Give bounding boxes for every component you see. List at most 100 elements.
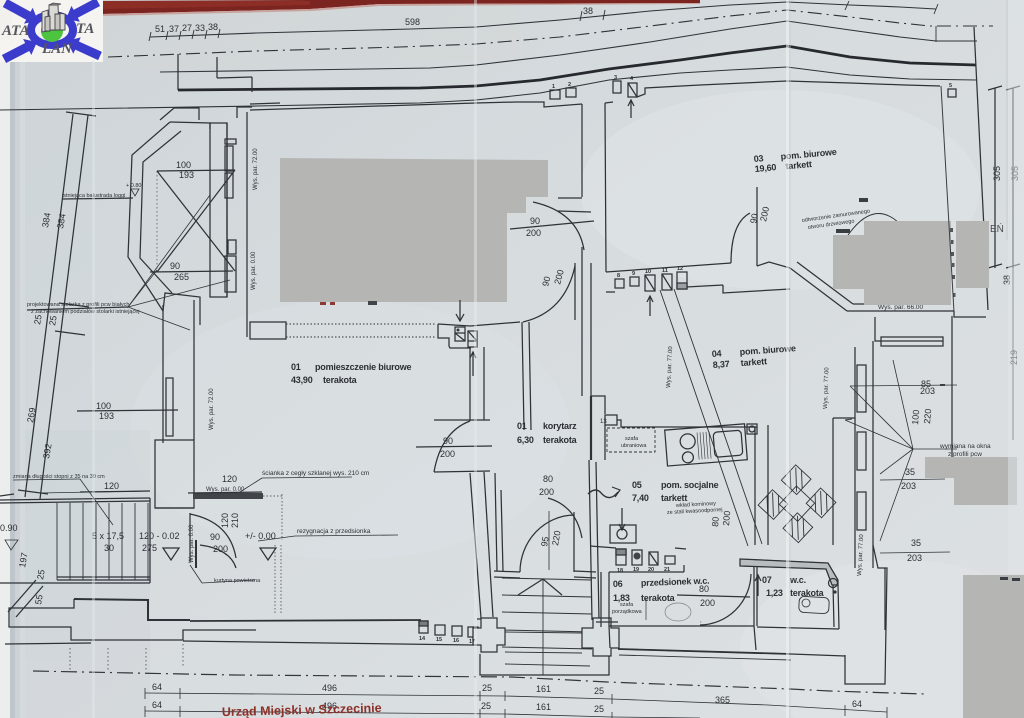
svg-text:120 - 0.02: 120 - 0.02 <box>139 531 180 541</box>
svg-text:03: 03 <box>753 153 764 164</box>
svg-text:161: 161 <box>536 702 551 712</box>
svg-text:z profili pcw: z profili pcw <box>948 451 982 458</box>
svg-text:25: 25 <box>594 704 604 714</box>
svg-text:193: 193 <box>179 170 194 180</box>
svg-text:1: 1 <box>552 84 555 90</box>
svg-text:210: 210 <box>230 513 240 528</box>
svg-text:05: 05 <box>632 480 642 490</box>
svg-text:200: 200 <box>539 487 554 497</box>
svg-text:20: 20 <box>648 567 654 573</box>
svg-text:55: 55 <box>33 594 45 606</box>
svg-text:90: 90 <box>170 261 180 271</box>
svg-text:terakota: terakota <box>543 435 578 445</box>
svg-text:Wys. par. 72.00: Wys. par. 72.00 <box>253 148 259 190</box>
svg-text:Wys. par. 72.00: Wys. par. 72.00 <box>209 388 215 430</box>
svg-text:EŃ: EŃ <box>990 222 1004 235</box>
svg-text:35: 35 <box>905 467 915 477</box>
svg-text:11: 11 <box>662 268 668 274</box>
svg-text:6,30: 6,30 <box>517 435 534 445</box>
svg-text:80: 80 <box>699 584 709 594</box>
svg-text:tarkett: tarkett <box>740 356 767 368</box>
svg-text:01: 01 <box>517 421 527 431</box>
svg-text:19: 19 <box>633 567 639 573</box>
svg-text:25: 25 <box>35 569 47 581</box>
svg-text:496: 496 <box>322 683 337 693</box>
svg-text:100: 100 <box>96 401 111 411</box>
svg-text:pom. socjalne: pom. socjalne <box>661 480 719 490</box>
svg-text:Wys. par. 77.00: Wys. par. 77.00 <box>666 346 674 389</box>
svg-text:275: 275 <box>142 543 157 553</box>
svg-text:Wys. par. 77.00: Wys. par. 77.00 <box>857 534 865 577</box>
svg-text:200: 200 <box>721 510 732 526</box>
svg-text:38: 38 <box>1002 275 1012 285</box>
svg-text:120: 120 <box>104 481 119 491</box>
svg-text:3: 3 <box>614 75 617 81</box>
svg-text:203: 203 <box>920 386 935 396</box>
svg-text:25: 25 <box>481 701 491 711</box>
svg-text:4: 4 <box>630 76 634 82</box>
svg-text:27: 27 <box>182 23 192 33</box>
svg-text:19,60: 19,60 <box>754 162 777 174</box>
svg-text:w.c.: w.c. <box>789 575 806 585</box>
svg-text:Wys. par. 0.00: Wys. par. 0.00 <box>206 487 245 493</box>
svg-text:Wys. par. 77.00: Wys. par. 77.00 <box>823 367 830 409</box>
svg-text:10: 10 <box>645 269 651 275</box>
svg-text:100: 100 <box>176 160 191 170</box>
svg-text:Wys. par. 0.00: Wys. par. 0.00 <box>189 524 195 563</box>
svg-text:365: 365 <box>715 695 730 705</box>
svg-text:04: 04 <box>711 348 721 359</box>
svg-text:203: 203 <box>901 481 916 491</box>
svg-text:szafa: szafa <box>620 602 634 608</box>
svg-text:203: 203 <box>907 553 922 563</box>
svg-text:17: 17 <box>469 639 475 645</box>
svg-text:305: 305 <box>992 166 1002 181</box>
svg-text:200: 200 <box>213 544 228 554</box>
svg-text:01: 01 <box>291 362 301 372</box>
svg-text:384: 384 <box>55 213 67 230</box>
svg-text:projektowana stolarka z profil: projektowana stolarka z profili pcw biał… <box>27 302 129 308</box>
svg-text:przedsionek w.c.: przedsionek w.c. <box>641 576 710 588</box>
svg-text:220: 220 <box>550 530 562 547</box>
svg-text:30: 30 <box>104 543 114 553</box>
svg-text:18: 18 <box>617 568 623 574</box>
svg-text:25: 25 <box>594 686 604 696</box>
svg-text:9: 9 <box>632 271 635 277</box>
svg-text:14: 14 <box>419 636 426 642</box>
svg-text:25: 25 <box>482 683 492 693</box>
svg-text:120: 120 <box>220 513 230 528</box>
svg-text:38: 38 <box>583 6 593 16</box>
svg-text:5 x 17,5: 5 x 17,5 <box>92 531 124 541</box>
svg-text:496: 496 <box>322 701 337 711</box>
svg-text:64: 64 <box>852 699 862 709</box>
svg-text:rezygnacja z przedsionka: rezygnacja z przedsionka <box>297 528 371 535</box>
svg-text:Wys. par. 66.00: Wys. par. 66.00 <box>878 304 923 311</box>
svg-text:terakota: terakota <box>641 593 676 603</box>
svg-text:pomieszczenie biurowe: pomieszczenie biurowe <box>315 362 412 372</box>
svg-text:200: 200 <box>552 268 566 285</box>
svg-text:terakota: terakota <box>790 588 825 598</box>
svg-text:269: 269 <box>25 407 37 424</box>
svg-text:80: 80 <box>543 474 553 484</box>
svg-text:zmiana długości stopni z 35 na: zmiana długości stopni z 35 na 30 cm <box>13 474 105 480</box>
svg-text:35: 35 <box>911 538 921 548</box>
svg-text:37: 37 <box>169 24 179 34</box>
svg-text:392: 392 <box>41 443 53 460</box>
svg-text:64: 64 <box>152 700 162 710</box>
svg-text:8,37: 8,37 <box>712 359 730 370</box>
svg-text:193: 193 <box>99 411 114 421</box>
svg-text:8: 8 <box>617 273 620 279</box>
svg-text:90: 90 <box>210 532 220 542</box>
svg-text:TA: TA <box>76 21 94 37</box>
svg-text:265: 265 <box>174 272 189 282</box>
svg-text:43,90: 43,90 <box>291 375 313 385</box>
svg-text:LAN: LAN <box>41 41 73 57</box>
svg-text:pom. biurowe: pom. biurowe <box>780 147 837 162</box>
svg-text:Urząd Miejski w Szczecinie: Urząd Miejski w Szczecinie <box>222 701 382 718</box>
svg-text:200: 200 <box>758 206 771 223</box>
svg-text:pom. biurowe: pom. biurowe <box>739 343 796 357</box>
svg-text:wkład kominowy: wkład kominowy <box>675 501 717 509</box>
svg-text:5: 5 <box>949 83 952 89</box>
svg-text:12: 12 <box>677 266 683 272</box>
svg-text:21: 21 <box>664 567 670 573</box>
svg-text:+ 0.80: + 0.80 <box>126 183 141 189</box>
